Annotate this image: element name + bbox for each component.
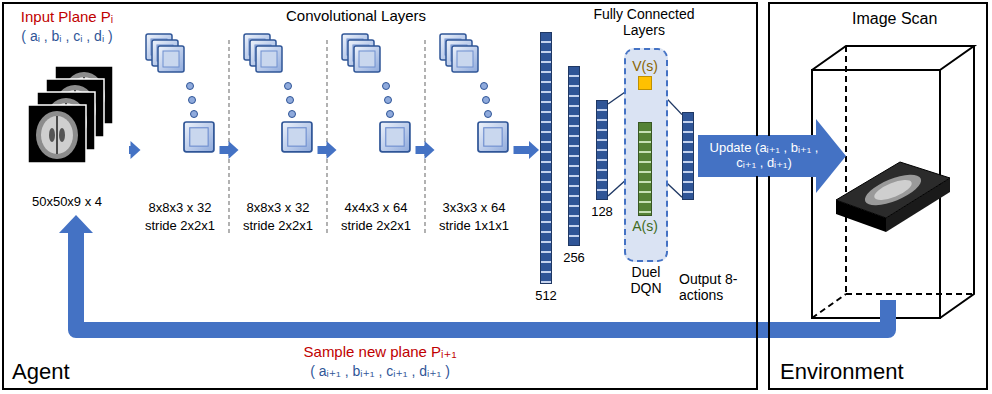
output-layer: Output 8-actions xyxy=(682,112,694,200)
advantage-bar: A(s) xyxy=(638,122,652,216)
ellipsis-dot xyxy=(189,97,196,104)
slice-brain xyxy=(861,169,925,212)
fc-layer: 256 xyxy=(568,66,580,246)
section-heading: Convolutional Layers xyxy=(286,7,426,24)
arrowhead xyxy=(229,141,239,159)
flow-arrow xyxy=(220,141,239,159)
feature-map xyxy=(452,46,478,72)
image-scan: Image Scan xyxy=(846,6,982,300)
input-plane: Input Plane Pᵢ ( aᵢ , bᵢ , cᵢ , dᵢ ) 50x50… xyxy=(6,6,128,212)
feature-map xyxy=(354,46,380,72)
hidden-edge xyxy=(812,294,846,318)
connector-body xyxy=(416,146,426,154)
input-size: 50x50x9 x 4 xyxy=(32,195,102,210)
connector-body xyxy=(514,146,531,154)
feature-map xyxy=(478,122,508,152)
feature-map xyxy=(380,122,410,152)
feedback-caption: Sample new plane Pᵢ₊₁ xyxy=(230,343,530,360)
unit-count: 512 xyxy=(535,289,557,304)
ellipsis-dot xyxy=(385,97,392,104)
flow-arrow xyxy=(416,141,435,159)
panel-title: Environment xyxy=(780,359,904,384)
ellipsis-dot xyxy=(285,83,292,90)
plane-coords: ( aᵢ , bᵢ , cᵢ , dᵢ ) xyxy=(21,28,112,44)
advantage-label: A(s) xyxy=(632,218,658,234)
mri-slice xyxy=(28,105,86,163)
stride: stride 2x2x1 xyxy=(341,219,411,234)
cube-edge xyxy=(812,46,974,70)
arrowhead xyxy=(529,141,539,159)
mri-stack xyxy=(28,66,113,163)
ellipsis-dot xyxy=(187,83,194,90)
unit-count: 256 xyxy=(563,251,585,266)
connector-body xyxy=(220,146,230,154)
connector-body xyxy=(318,146,328,154)
conv-layer: 3x3x3 x 64 stride 1x1x1 xyxy=(436,30,513,236)
scan-slice xyxy=(836,162,950,232)
hidden-edge xyxy=(845,46,847,294)
kernel-size: 3x3x3 x 64 xyxy=(443,201,506,216)
feature-map xyxy=(282,122,312,152)
ellipsis-dot xyxy=(483,97,490,104)
feedback-arrow xyxy=(59,215,888,330)
arrowhead xyxy=(59,215,93,233)
conv-layer: 8x8x3 x 32 stride 2x2x1 xyxy=(240,30,317,236)
flow-arrow xyxy=(514,141,540,159)
duel-dqn-box: Duel DQNV(s)A(s) xyxy=(624,48,668,262)
block-label: Duel DQN xyxy=(624,264,668,296)
value-unit: V(s) xyxy=(638,76,652,90)
fc-layer: 128 xyxy=(596,100,608,200)
environment-panel: Environment Image Scan xyxy=(768,2,988,390)
scan-volume xyxy=(812,46,974,318)
feature-map xyxy=(158,46,184,72)
ellipsis-dot xyxy=(383,83,390,90)
scan-title: Image Scan xyxy=(852,10,937,28)
separator-line xyxy=(326,40,327,236)
arrowhead xyxy=(425,141,435,159)
layer-separators xyxy=(229,40,425,236)
unit-count: 128 xyxy=(591,205,613,220)
ellipsis-dot xyxy=(481,83,488,90)
stride: stride 2x2x1 xyxy=(243,219,313,234)
kernel-size: 8x8x3 x 32 xyxy=(149,201,212,216)
hidden-edge xyxy=(846,293,974,295)
kernel-size: 8x8x3 x 32 xyxy=(247,201,310,216)
ellipsis-dot xyxy=(387,111,394,118)
separator-line xyxy=(424,40,425,236)
flow-arrow xyxy=(318,141,337,159)
feature-map xyxy=(256,46,282,72)
ellipsis-dot xyxy=(191,111,198,118)
fc-layer: 512 xyxy=(540,32,552,284)
flow-arrow xyxy=(129,141,141,159)
ellipsis-dot xyxy=(287,97,294,104)
update-arrow xyxy=(698,119,846,193)
section-heading: Fully Connected Layers xyxy=(584,6,704,38)
edge-label: Update (aᵢ₊₁ , bᵢ₊₁ , cᵢ₊₁ , dᵢ₊₁) xyxy=(702,136,826,176)
slice-top xyxy=(836,162,950,218)
conv-layer: 4x4x3 x 64 stride 2x2x1 xyxy=(338,30,415,236)
value-label: V(s) xyxy=(632,58,658,74)
feature-map xyxy=(184,122,214,152)
stride: stride 1x1x1 xyxy=(439,219,509,234)
output-label: Output 8-actions xyxy=(679,271,751,303)
conv-layer: 8x8x3 x 32 stride 2x2x1 xyxy=(142,30,219,236)
separator-line xyxy=(228,40,229,236)
ellipsis-dot xyxy=(485,111,492,118)
arrowhead xyxy=(327,141,337,159)
panel-title: Agent xyxy=(12,359,70,384)
stride: stride 2x2x1 xyxy=(145,219,215,234)
plane-title: Input Plane Pᵢ xyxy=(21,8,113,25)
connector-body xyxy=(76,232,888,330)
slice-brain xyxy=(872,176,914,204)
feedback-coords: ( aᵢ₊₁ , bᵢ₊₁ , cᵢ₊₁ , dᵢ₊₁ ) xyxy=(230,363,530,379)
arrowhead xyxy=(131,141,141,159)
agent-panel: Agent Input Plane Pᵢ ( aᵢ , bᵢ , cᵢ , dᵢ )… xyxy=(2,2,758,390)
kernel-size: 4x4x3 x 64 xyxy=(345,201,408,216)
ellipsis-dot xyxy=(289,111,296,118)
